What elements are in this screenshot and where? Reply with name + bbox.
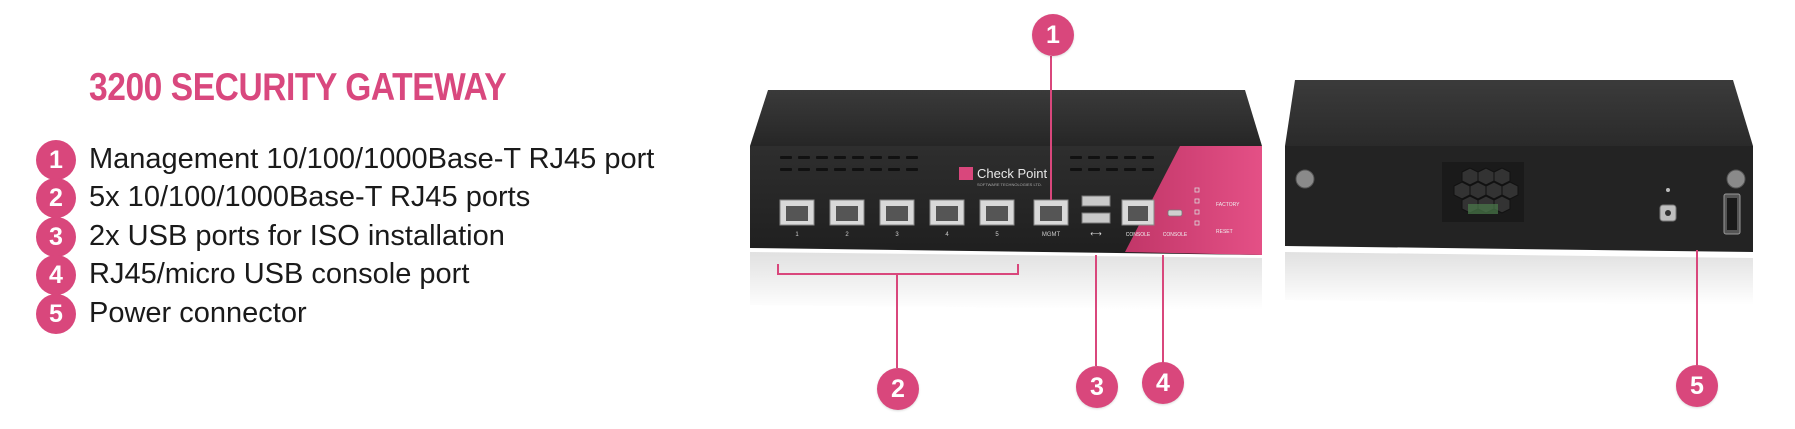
fan-grille	[1442, 162, 1524, 222]
mgmt-label: MGMT	[1042, 232, 1061, 238]
mgmt-port	[1033, 199, 1069, 226]
feature-number-badge: 1	[36, 140, 76, 180]
feature-text: Power connector	[89, 297, 307, 329]
rj45-port	[879, 199, 915, 226]
feature-item: 4 RJ45/micro USB console port	[36, 255, 756, 295]
callout-leaders	[777, 56, 1698, 368]
port-number-label: 1	[795, 232, 799, 238]
factory-label: FACTORY	[1216, 202, 1240, 208]
power-indicator-icon	[1666, 188, 1670, 192]
feature-item: 1 Management 10/100/1000Base-T RJ45 port	[36, 140, 756, 180]
feature-number-badge: 5	[36, 294, 76, 334]
lan-ports	[779, 199, 1015, 226]
feature-number-badge: 2	[36, 178, 76, 218]
feature-item: 5 Power connector	[36, 294, 756, 334]
feature-number-badge: 3	[36, 217, 76, 257]
front-vents	[780, 156, 1154, 171]
reset-label: RESET	[1216, 229, 1233, 235]
port-number-label: 3	[895, 232, 899, 238]
callout-badge-1: 1	[1032, 14, 1074, 56]
rj45-port	[929, 199, 965, 226]
console-port	[1121, 199, 1155, 226]
port-number-label: 4	[945, 232, 949, 238]
back-reflection	[1285, 252, 1753, 305]
screw-icon	[1726, 169, 1746, 189]
callout-badge-4: 4	[1142, 362, 1184, 404]
front-chassis: Check Point SOFTWARE TECHNOLOGIES LTD. 1…	[750, 90, 1262, 310]
screw-icon	[1295, 169, 1315, 189]
micro-usb-console-port	[1167, 209, 1183, 217]
usb-ports	[1081, 195, 1111, 224]
usb-icon: ⟷	[1090, 229, 1102, 238]
feature-text: Management 10/100/1000Base-T RJ45 port	[89, 143, 655, 175]
rj45-port	[979, 199, 1015, 226]
port-number-label: 5	[995, 232, 999, 238]
callout-badge-5: 5	[1676, 365, 1718, 407]
callout-badge-3: 3	[1076, 366, 1118, 408]
feature-number-badge: 4	[36, 255, 76, 295]
feature-text: 5x 10/100/1000Base-T RJ45 ports	[89, 181, 531, 213]
callout-badge-2: 2	[877, 368, 919, 410]
brand-name: Check Point	[977, 166, 1047, 181]
rj45-port	[829, 199, 865, 226]
pink-accent-panel	[1125, 146, 1262, 255]
feature-item: 2 5x 10/100/1000Base-T RJ45 ports	[36, 178, 756, 218]
check-point-logo-icon	[959, 167, 973, 180]
page-title: 3200 SECURITY GATEWAY	[89, 66, 507, 109]
feature-text: 2x USB ports for ISO installation	[89, 220, 505, 252]
feature-text: RJ45/micro USB console port	[89, 258, 470, 290]
front-reflection	[750, 252, 1262, 310]
status-leds	[1194, 187, 1200, 226]
rj45-port	[779, 199, 815, 226]
brand-subtitle: SOFTWARE TECHNOLOGIES LTD.	[977, 182, 1042, 187]
back-chassis	[1285, 80, 1753, 305]
micro-console-label: CONSOLE	[1163, 232, 1188, 238]
feature-item: 3 2x USB ports for ISO installation	[36, 217, 756, 257]
port-number-label: 2	[845, 232, 849, 238]
console-label: CONSOLE	[1126, 232, 1151, 238]
